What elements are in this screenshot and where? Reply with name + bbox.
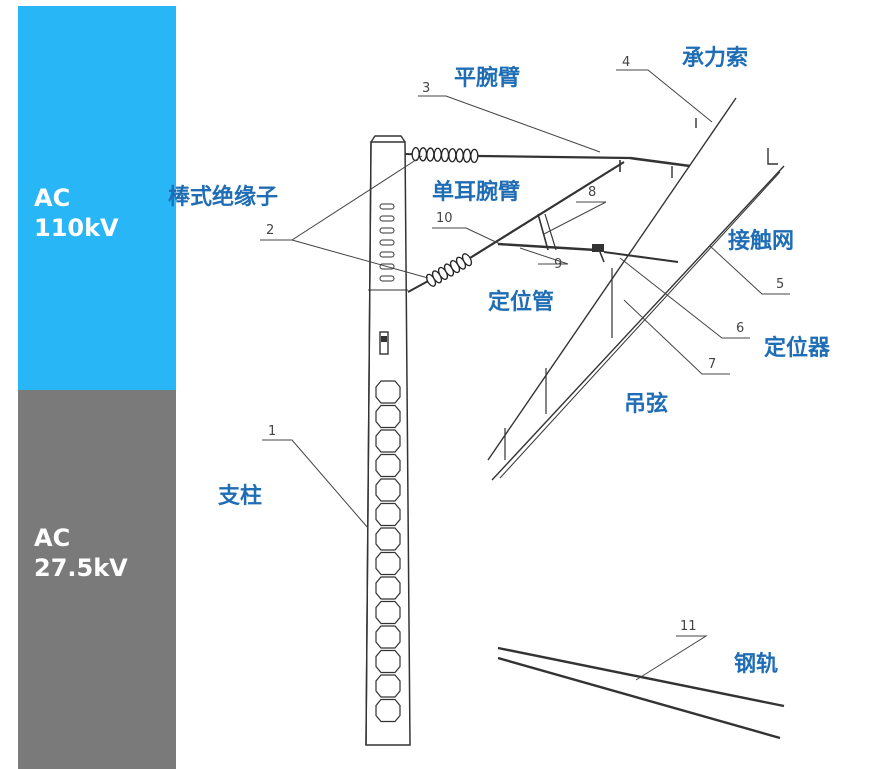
callout-2: 2 bbox=[266, 223, 274, 238]
voltage-band-27-5kv bbox=[18, 390, 176, 769]
mast-slot bbox=[379, 203, 395, 210]
label-rail: 钢轨 bbox=[734, 652, 779, 677]
label-dropper: 吊弦 bbox=[624, 392, 669, 417]
band-27-5kv-line1: AC bbox=[34, 524, 71, 552]
callout-4: 4 bbox=[622, 55, 630, 70]
mast-hole bbox=[375, 600, 401, 625]
callout-7: 7 bbox=[708, 357, 716, 372]
leader-lines bbox=[260, 69, 790, 681]
label-rod-insulator: 棒式绝缘子 bbox=[168, 185, 279, 210]
insulator-shed bbox=[470, 148, 479, 164]
callout-10: 10 bbox=[436, 211, 453, 226]
insulator-shed bbox=[426, 147, 435, 162]
mast-hole bbox=[375, 502, 401, 527]
insulator-shed bbox=[462, 148, 472, 163]
mast-slot bbox=[379, 251, 395, 258]
mast-hole bbox=[375, 478, 401, 502]
mast-hole bbox=[375, 698, 401, 723]
mast-hole bbox=[375, 404, 401, 429]
callout-8: 8 bbox=[588, 185, 596, 200]
label-mast: 支柱 bbox=[218, 484, 263, 509]
callout-3: 3 bbox=[422, 81, 430, 96]
callout-5: 5 bbox=[776, 277, 784, 292]
mast-slot-group bbox=[379, 203, 395, 282]
label-contact-wire: 接触网 bbox=[728, 229, 795, 254]
mast-hole bbox=[375, 551, 401, 576]
callout-11: 11 bbox=[680, 619, 697, 634]
callout-6: 6 bbox=[736, 321, 744, 336]
band-27-5kv-line2: 27.5kV bbox=[34, 554, 128, 582]
mast-box-mark bbox=[381, 336, 387, 342]
callout-9: 9 bbox=[554, 257, 562, 272]
mast-slot bbox=[379, 215, 395, 222]
mast-slot bbox=[379, 239, 395, 246]
mast-box-top bbox=[379, 331, 389, 355]
mast-hole bbox=[375, 674, 401, 698]
voltage-band-110kv bbox=[18, 6, 176, 390]
mast-hole bbox=[375, 380, 401, 404]
upper-insulator-drawing bbox=[404, 146, 691, 172]
mast-slot bbox=[379, 275, 395, 282]
lower-insulator-drawing bbox=[407, 161, 625, 293]
band-110kv-line2: 110kV bbox=[34, 214, 119, 242]
mast-hole bbox=[375, 429, 401, 453]
callout-numbers: 1 2 3 4 5 6 7 8 9 10 11 bbox=[266, 55, 784, 634]
insulator-shed bbox=[433, 147, 442, 162]
droppers-drawing bbox=[504, 268, 613, 460]
mast-hole bbox=[375, 527, 401, 551]
label-messenger-wire: 承力索 bbox=[682, 46, 749, 71]
label-positioning-tube: 定位管 bbox=[488, 290, 555, 315]
label-single-ear-arm: 单耳腕臂 bbox=[432, 180, 521, 205]
positioning-tube-drawing bbox=[497, 242, 679, 263]
mast-hole bbox=[375, 576, 401, 600]
mast-hole bbox=[375, 453, 401, 478]
mast-hole bbox=[375, 625, 401, 649]
label-horizontal-arm: 平腕臂 bbox=[454, 66, 521, 91]
insulator-shed bbox=[448, 148, 457, 163]
mast-hole bbox=[375, 649, 401, 674]
insulator-shed bbox=[455, 148, 464, 163]
mast-slot bbox=[379, 227, 395, 234]
band-110kv-line1: AC bbox=[34, 184, 71, 212]
mast-hole-group bbox=[375, 380, 401, 723]
label-locator: 定位器 bbox=[764, 336, 831, 361]
mast-drawing bbox=[365, 135, 411, 746]
insulator-shed bbox=[440, 147, 450, 163]
callout-1: 1 bbox=[268, 424, 276, 439]
insulator-shed bbox=[418, 147, 428, 162]
